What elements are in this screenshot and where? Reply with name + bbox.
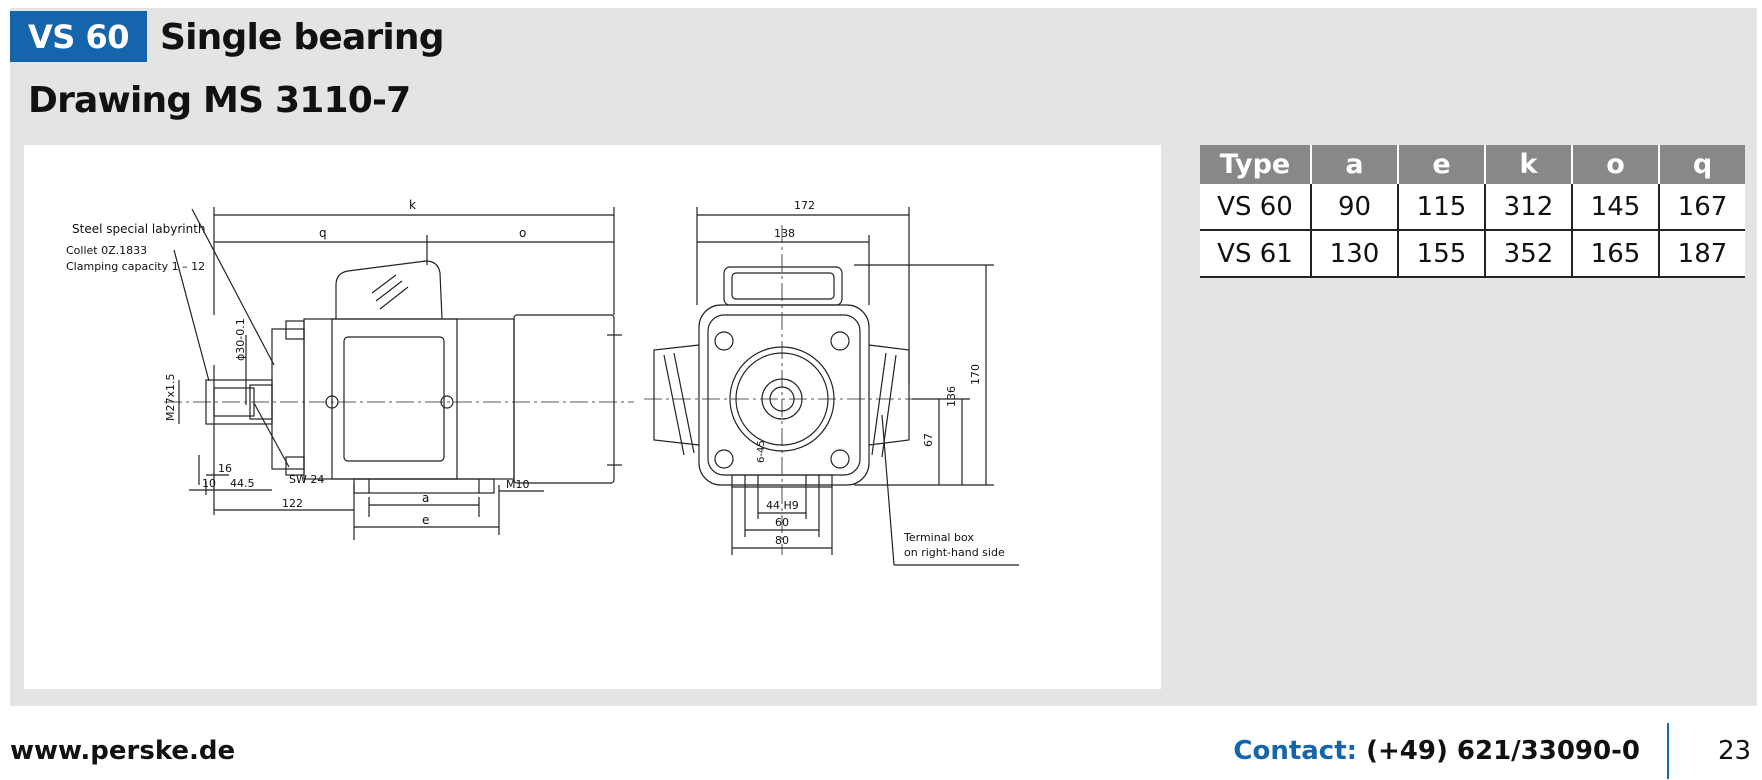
dim-60: 60 [775, 516, 789, 529]
contact-info: Contact: (+49) 621/33090-0 [1233, 736, 1640, 766]
table-cell: 165 [1571, 230, 1659, 278]
col-header-q: q [1658, 145, 1745, 184]
drawing-subtitle: Drawing MS 3110-7 [28, 80, 411, 121]
dim-44-5: 44.5 [230, 477, 255, 490]
label-collet: Collet 0Z.1833 [66, 244, 147, 257]
table-cell: VS 61 [1200, 230, 1311, 278]
table-cell: 187 [1658, 230, 1745, 278]
technical-drawing: Steel special labyrinth Collet 0Z.1833 C… [24, 145, 1161, 689]
dim-16: 16 [218, 462, 232, 475]
dim-d30: ϕ30-0.1 [234, 318, 247, 361]
dim-80: 80 [775, 534, 789, 547]
dim-10: 10 [202, 477, 216, 490]
dim-m10: M10 [506, 478, 530, 491]
dim-44h9: 44 H9 [766, 499, 799, 512]
model-badge: VS 60 [10, 11, 147, 62]
drawing-svg: Steel special labyrinth Collet 0Z.1833 C… [66, 198, 1019, 566]
table-cell: 130 [1310, 230, 1398, 278]
dim-a: a [422, 491, 429, 505]
table-cell: 312 [1484, 184, 1572, 231]
table-cell: 115 [1397, 184, 1485, 231]
label-labyrinth: Steel special labyrinth [72, 222, 206, 236]
dim-e: e [422, 513, 429, 527]
table-cell: 90 [1310, 184, 1398, 231]
label-terminal-2: on right-hand side [904, 546, 1005, 559]
col-header-o: o [1571, 145, 1659, 184]
page-number: 23 [1718, 736, 1752, 766]
table-cell: 145 [1571, 184, 1659, 231]
col-header-e: e [1397, 145, 1485, 184]
footer-divider [1667, 723, 1669, 779]
page-title: Single bearing [160, 16, 445, 58]
label-terminal-1: Terminal box [903, 531, 974, 544]
table-header-row: Type a e k o q [1200, 145, 1745, 184]
dim-136: 136 [945, 386, 958, 407]
dim-sw24: SW 24 [289, 473, 324, 486]
dim-k: k [409, 198, 416, 212]
col-header-type: Type [1200, 145, 1311, 184]
website-link[interactable]: www.perske.de [10, 736, 236, 766]
dim-172: 172 [794, 199, 815, 212]
table-cell: VS 60 [1200, 184, 1311, 231]
table-row: VS 61 130 155 352 165 187 [1200, 230, 1745, 278]
dim-6-45: 6-45 [756, 440, 767, 463]
table-row: VS 60 90 115 312 145 167 [1200, 184, 1745, 231]
dim-122: 122 [282, 497, 303, 510]
dim-138: 138 [774, 227, 795, 240]
table-cell: 352 [1484, 230, 1572, 278]
dimensions-table: Type a e k o q VS 60 90 115 312 145 167 … [1200, 145, 1745, 278]
dim-170: 170 [969, 364, 982, 385]
dim-67: 67 [922, 433, 935, 447]
table-cell: 167 [1658, 184, 1745, 231]
label-clamping: Clamping capacity 1 – 12 [66, 260, 205, 273]
dim-q: q [319, 226, 327, 240]
contact-phone: (+49) 621/33090-0 [1366, 736, 1640, 766]
dim-m27: M27x1.5 [164, 374, 177, 422]
dim-o: o [519, 226, 526, 240]
col-header-a: a [1310, 145, 1398, 184]
contact-label: Contact: [1233, 736, 1358, 766]
col-header-k: k [1484, 145, 1572, 184]
table-cell: 155 [1397, 230, 1485, 278]
